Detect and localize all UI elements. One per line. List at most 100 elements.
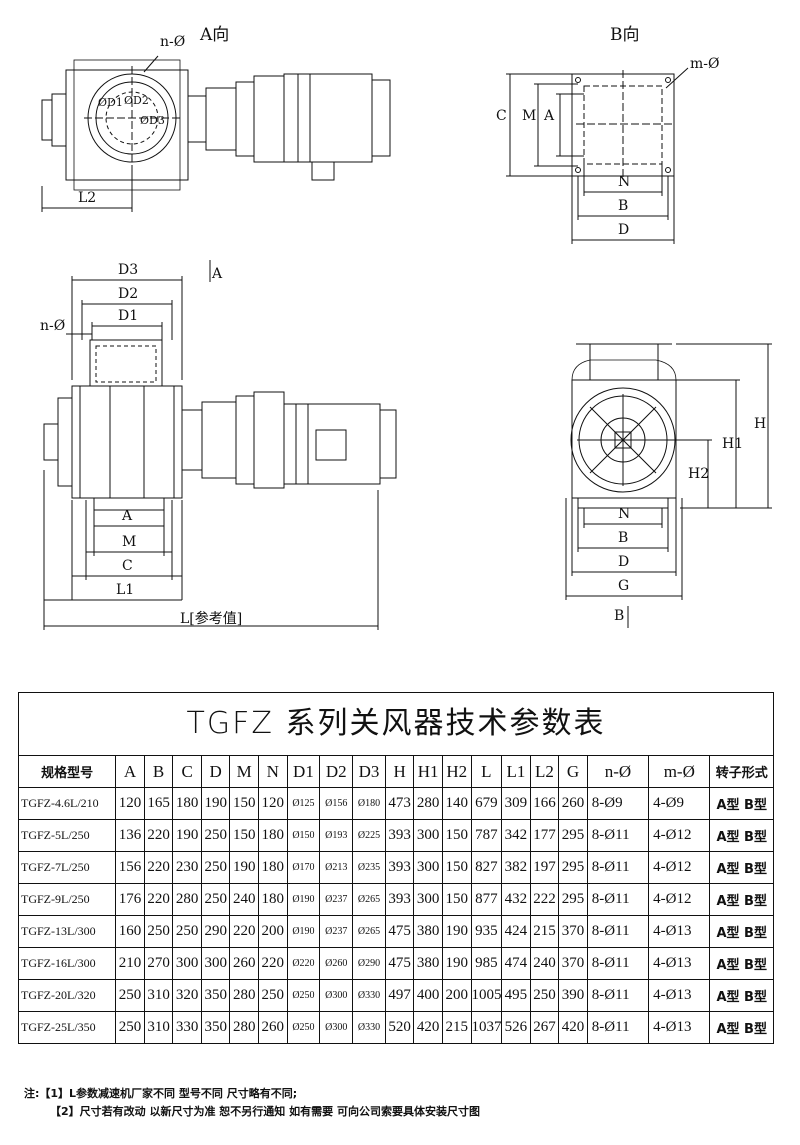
table-cell: 4-Ø13 (648, 1011, 711, 1044)
table-cell: 156 (115, 851, 145, 884)
table-cell: 380 (413, 915, 443, 948)
table-cell: 250 (172, 915, 202, 948)
a-view-label: A向 (200, 25, 230, 45)
table-cell: 166 (529, 787, 560, 820)
m-label-b: M (522, 108, 537, 124)
table-cell: 420 (558, 1011, 588, 1044)
a-arrow-label: A (212, 266, 223, 282)
table-cell: A型 B型 (709, 787, 774, 820)
table-cell: 330 (172, 1011, 202, 1044)
table-cell: 4-Ø13 (648, 979, 711, 1012)
table-cell: A型 B型 (709, 883, 774, 916)
table-cell: 295 (558, 819, 588, 852)
table-cell: 877 (470, 883, 503, 916)
table-cell: 382 (501, 851, 531, 884)
table-cell: 150 (229, 787, 260, 820)
table-cell: 190 (229, 851, 260, 884)
table-cell: Ø300 (319, 979, 354, 1012)
header-cell: H (384, 755, 415, 788)
model-cell: TGFZ-9L/250 (17, 883, 117, 916)
table-cell: 309 (501, 787, 531, 820)
table-cell: A型 B型 (709, 1011, 774, 1044)
table-cell: Ø150 (286, 819, 321, 852)
table-cell: Ø290 (352, 947, 386, 980)
h-dim-label: H (754, 416, 767, 432)
a-dim-label: A (122, 508, 133, 524)
m-dim-label: M (122, 534, 137, 550)
table-cell: 4-Ø9 (648, 787, 711, 820)
header-cell: M (229, 755, 260, 788)
table-cell: 8-Ø9 (586, 787, 650, 820)
header-cell: L (470, 755, 503, 788)
table-cell: 240 (529, 947, 560, 980)
a-label-b: A (544, 108, 555, 124)
table-cell: Ø170 (286, 851, 321, 884)
table-cell: 250 (200, 883, 231, 916)
table-cell: 250 (143, 915, 174, 948)
h1-dim-label: H1 (722, 436, 744, 452)
table-cell: A型 B型 (709, 915, 774, 948)
table-cell: 495 (501, 979, 531, 1012)
table-cell: Ø190 (286, 915, 321, 948)
table-cell: Ø330 (352, 979, 386, 1012)
table-cell: 8-Ø11 (586, 1011, 650, 1044)
table-cell: Ø156 (319, 787, 354, 820)
table-cell: 200 (258, 915, 288, 948)
table-cell: 393 (384, 851, 415, 884)
d-label-b: D (618, 222, 630, 238)
table-cell: Ø235 (352, 851, 386, 884)
table-cell: 787 (470, 819, 503, 852)
table-cell: 220 (143, 851, 174, 884)
model-cell: TGFZ-20L/320 (17, 979, 117, 1012)
table-cell: A型 B型 (709, 947, 774, 980)
table-cell: 250 (258, 979, 288, 1012)
table-cell: A型 B型 (709, 819, 774, 852)
table-cell: 473 (384, 787, 415, 820)
table-cell: 150 (441, 883, 472, 916)
table-cell: 220 (143, 819, 174, 852)
technical-drawing (41, 55, 772, 630)
table-cell: 250 (200, 819, 231, 852)
table-cell: 120 (115, 787, 145, 820)
header-cell: D1 (286, 755, 321, 788)
b-arrow-label: B (614, 608, 625, 624)
table-cell: 475 (384, 915, 415, 948)
table-cell: 8-Ø11 (586, 947, 650, 980)
table-cell: 300 (413, 851, 443, 884)
table-cell: 342 (501, 819, 531, 852)
spec-table-wrapper: TGFZ 系列关风器技术参数表 规格型号 A B C D M N D1 D2 D… (17, 692, 774, 1044)
table-cell: 150 (441, 851, 472, 884)
table-cell: 270 (143, 947, 174, 980)
table-cell: 295 (558, 883, 588, 916)
header-cell: B (143, 755, 174, 788)
table-cell: 400 (413, 979, 443, 1012)
table-cell: 180 (258, 851, 288, 884)
table-cell: 200 (441, 979, 472, 1012)
model-cell: TGFZ-25L/350 (17, 1011, 117, 1044)
table-cell: 474 (501, 947, 531, 980)
table-cell: 8-Ø11 (586, 819, 650, 852)
table-cell: 679 (470, 787, 503, 820)
table-cell: 176 (115, 883, 145, 916)
table-cell: 180 (258, 819, 288, 852)
table-cell: 4-Ø13 (648, 947, 711, 980)
table-cell: 280 (229, 1011, 260, 1044)
m-phi-label: m-Ø (690, 56, 720, 72)
table-cell: 520 (384, 1011, 415, 1044)
b-label-b: B (618, 198, 629, 214)
table-cell: 140 (441, 787, 472, 820)
n-dim-label-side: N (618, 506, 631, 522)
n-phi-label-front: n-Ø (40, 318, 66, 334)
table-cell: 165 (143, 787, 174, 820)
table-cell: 150 (229, 819, 260, 852)
table-cell: 4-Ø12 (648, 819, 711, 852)
header-cell: 规格型号 (17, 755, 117, 788)
side-view-drawing (565, 343, 772, 628)
table-cell: 220 (143, 883, 174, 916)
